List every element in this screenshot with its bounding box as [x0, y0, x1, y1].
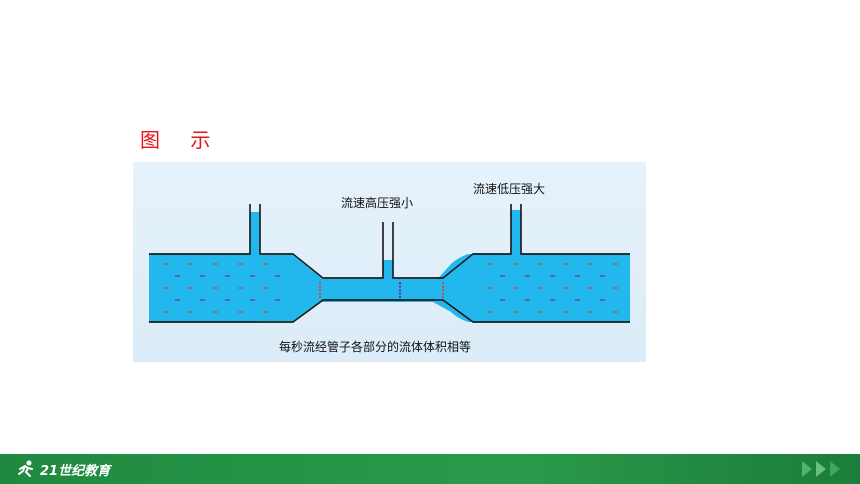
runner-icon — [18, 460, 33, 477]
figure-caption: 每秒流经管子各部分的流体体积相等 — [279, 340, 472, 354]
label-narrow-section: 流速高压强小 — [341, 196, 414, 210]
footer-bar: 21世纪教育 — [0, 454, 860, 484]
flow-arrows-left — [163, 263, 280, 313]
slide-title: 图 示 — [140, 128, 223, 152]
venturi-tube-svg — [149, 204, 630, 323]
water-channel — [149, 255, 630, 321]
double-chevron-icon — [802, 461, 840, 477]
flow-arrows-narrow — [319, 282, 444, 298]
brand-logo: 21世纪教育 — [16, 458, 110, 480]
venturi-tube-diagram: 流速高压强小 流速低压强大 每秒流经管子各部分的流体体积相等 — [133, 162, 646, 362]
flow-arrows-right — [488, 263, 618, 313]
brand-text: 21世纪教育 — [40, 463, 111, 479]
label-wide-section: 流速低压强大 — [473, 182, 546, 196]
